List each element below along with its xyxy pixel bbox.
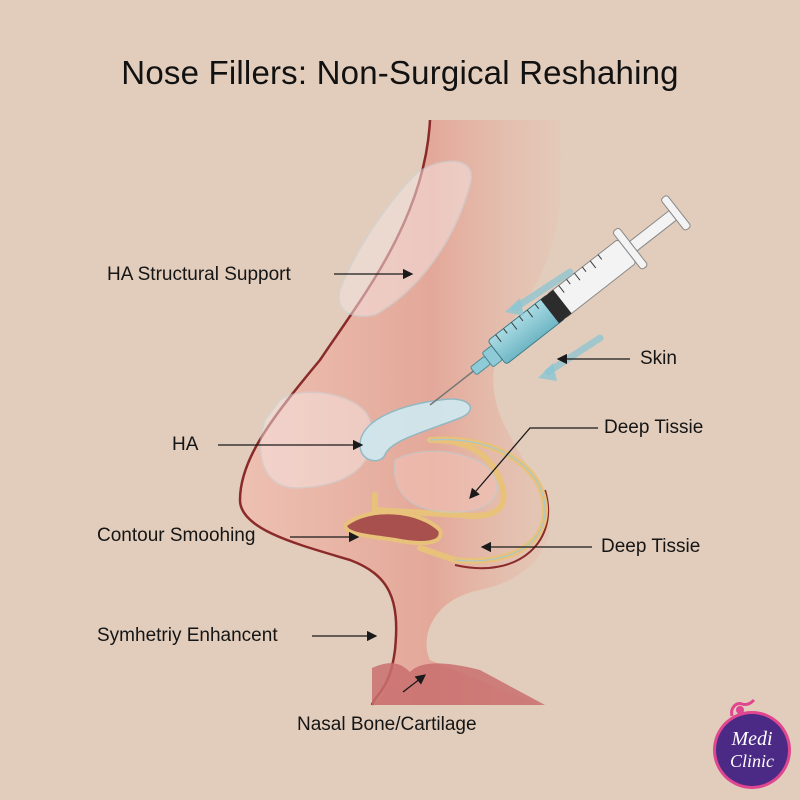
label-deep-tissue-lower: Deep Tissie [601,536,701,557]
logo-line-2: Clinic [730,751,774,771]
label-nasal-bone-cartilage: Nasal Bone/Cartilage [297,714,477,735]
page-title: Nose Fillers: Non-Surgical Reshahing [121,54,679,91]
stethoscope-icon [730,698,756,717]
nostril [342,510,443,545]
leader-lines [218,268,630,693]
lip [372,663,545,705]
label-ha-structural-support: HA Structural Support [107,264,291,285]
label-symmetry-enhancement: Symhetriy Enhancent [97,625,278,646]
label-contour-smoothing: Contour Smoohing [97,525,256,546]
structural-filler [338,160,473,317]
tip-filler [259,391,374,489]
ha-filler-blob [359,398,472,462]
label-ha: HA [172,434,199,455]
logo-line-1: Medi [731,728,773,750]
label-skin: Skin [640,348,677,369]
syringe [429,195,691,406]
label-deep-tissue-upper: Deep Tissie [604,417,704,438]
motion-arrows [511,268,604,376]
medi-clinic-logo: Medi Clinic [716,714,788,786]
